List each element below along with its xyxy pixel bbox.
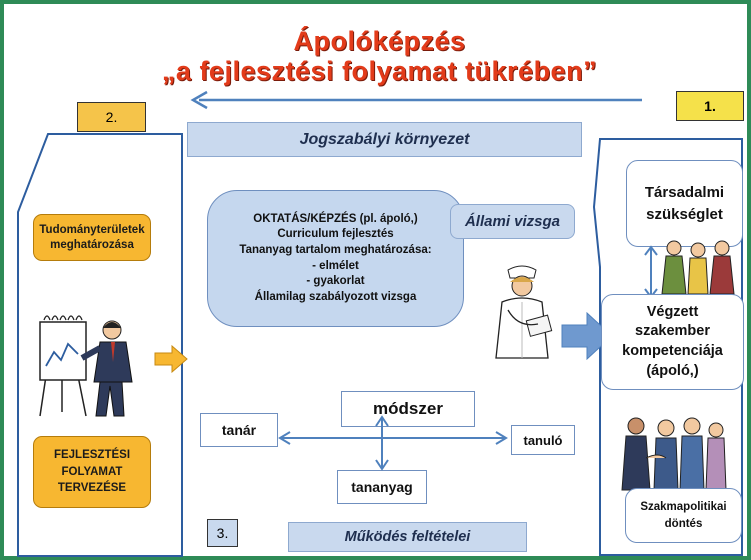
presenter-clipart-icon <box>39 315 133 417</box>
bubble-line-2: Curriculum fejlesztés <box>277 228 394 241</box>
mukodes-bar: Működés feltételei <box>288 522 527 552</box>
cross-arrows <box>278 415 508 471</box>
right-panel-outline <box>592 138 743 556</box>
tanar-box: tanár <box>200 413 278 447</box>
allami-vizsga-box: Állami vizsga <box>450 204 575 239</box>
title-line-2: „a fejlesztési folyamat tükrében” <box>161 56 598 86</box>
people-group-icon <box>661 240 735 295</box>
number-box-3: 3. <box>207 519 238 547</box>
title-line-1: Ápolóképzés <box>293 26 466 56</box>
tudomany-line-2: meghatározása <box>50 238 134 251</box>
tarsadalmi-szukseglet-box: Társadalmi szükséglet <box>626 160 743 247</box>
jogszabalyi-bar: Jogszabályi környezet <box>187 122 582 157</box>
vegzett-szakember-box: Végzett szakember kompetenciája (ápoló,) <box>601 294 744 390</box>
vegzett-line-1: Végzett <box>646 303 699 320</box>
bubble-line-3: Tananyag tartalom meghatározása: <box>239 243 432 256</box>
vegzett-line-4: (ápoló,) <box>646 362 699 379</box>
number-box-1: 1. <box>676 91 744 121</box>
fejlesztesi-line-1: FEJLESZTÉSI <box>53 448 131 461</box>
fejlesztesi-line-2: FOLYAMAT <box>61 465 123 478</box>
fejlesztesi-folyamat-box: FEJLESZTÉSI FOLYAMAT TERVEZÉSE <box>33 436 151 508</box>
orange-right-arrow <box>154 345 188 373</box>
bubble-line-1: OKTATÁS/KÉPZÉS (pl. ápoló,) <box>253 212 418 225</box>
vegzett-line-2: szakember <box>635 323 710 340</box>
szakmapolitikai-dontes-box: Szakmapolitikai döntés <box>625 488 742 543</box>
tudomany-line-1: Tudományterületek <box>39 223 145 236</box>
vegzett-line-3: kompetenciája <box>622 343 723 359</box>
left-panel-outline <box>17 133 183 557</box>
tudomanyteruletek-box: Tudományterületek meghatározása <box>33 214 151 261</box>
tarsadalmi-line-1: Társadalmi <box>644 183 725 201</box>
fejlesztesi-line-3: TERVEZÉSE <box>57 482 127 495</box>
bubble-line-6: Államilag szabályozott vizsga <box>254 290 417 303</box>
big-blue-right-arrow <box>561 312 613 360</box>
number-box-2: 2. <box>77 102 146 132</box>
nurse-clipart-icon <box>495 265 553 359</box>
handshake-group-icon <box>621 417 727 491</box>
tanulo-box: tanuló <box>511 425 575 455</box>
tarsadalmi-line-2: szükséglet <box>646 205 723 223</box>
oktatas-kepzes-bubble: OKTATÁS/KÉPZÉS (pl. ápoló,) Curriculum f… <box>207 190 464 327</box>
szakmapolitikai-line-1: Szakmapolitikai <box>640 500 727 513</box>
bubble-line-5: - gyakorlat <box>306 275 365 288</box>
szakmapolitikai-line-2: döntés <box>664 517 703 530</box>
top-arrow-left <box>190 90 642 110</box>
modszer-box: módszer <box>341 391 475 427</box>
bubble-line-4: - elmélet <box>312 259 359 272</box>
